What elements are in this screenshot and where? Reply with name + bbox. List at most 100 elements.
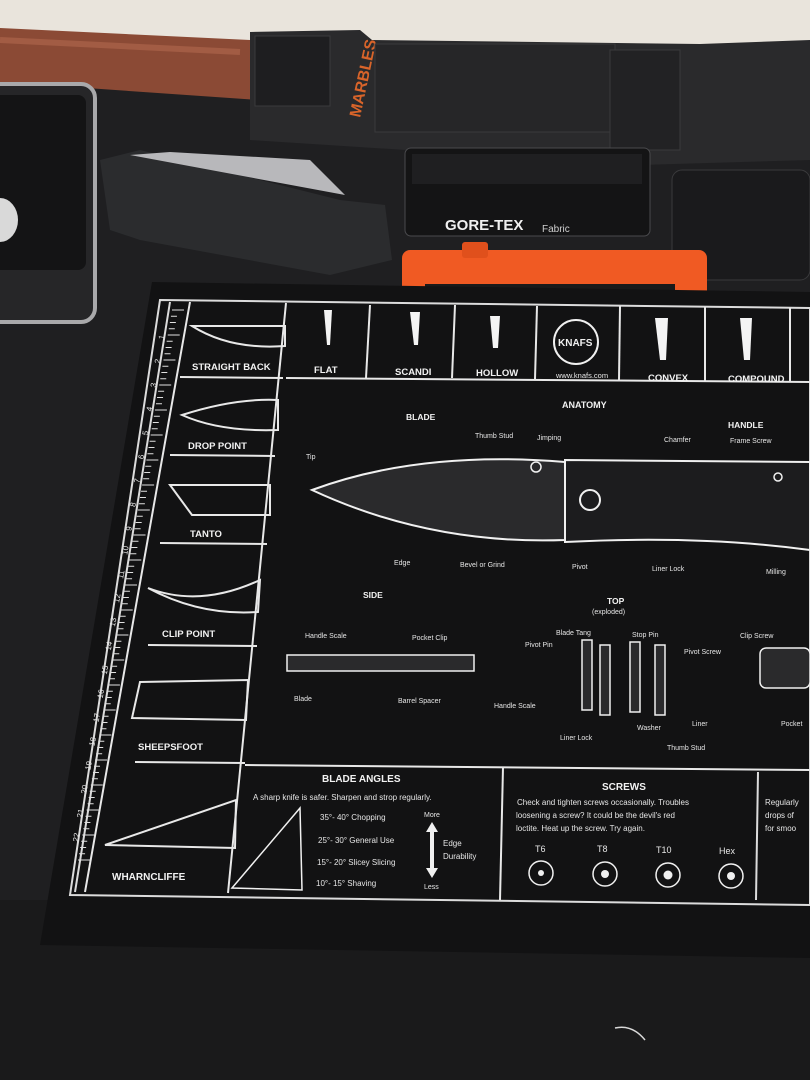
torx-t8-icon	[592, 861, 618, 887]
screw-hex-label: Hex	[719, 846, 736, 856]
exploded-parts-diagram	[581, 639, 810, 716]
top-thumb-stud: Thumb Stud	[667, 745, 705, 752]
screw-t8-label: T8	[597, 844, 608, 854]
top-pocket: Pocket	[781, 721, 802, 728]
anatomy-blade: BLADE	[406, 412, 436, 422]
knife-mat	[40, 282, 810, 958]
label-drop-point: DROP POINT	[188, 441, 247, 452]
ruler-number: 11	[116, 569, 126, 579]
angle-row-2: 25°- 30° General Use	[318, 836, 395, 845]
ruler-number: 9	[124, 525, 134, 531]
ruler-number: 14	[104, 640, 115, 651]
ruler-number: 2	[153, 358, 163, 364]
angle-durability: Durability	[443, 852, 476, 861]
ruler-number: 1	[157, 334, 167, 340]
ruler-number: 17	[92, 712, 103, 723]
screw-t10-label: T10	[656, 845, 672, 855]
label-scandi: SCANDI	[395, 367, 431, 378]
ruler-number: 22	[71, 832, 82, 843]
anatomy-chamfer: Chamfer	[664, 437, 692, 444]
top-clip-screw: Clip Screw	[740, 633, 774, 640]
label-hollow: HOLLOW	[476, 368, 518, 379]
blade-angles-title: BLADE ANGLES	[322, 774, 401, 785]
top-liner: Liner	[692, 721, 708, 728]
top-washer: Washer	[637, 725, 662, 732]
clip-point-blade-icon	[147, 578, 262, 614]
ruler-number: 3	[149, 382, 159, 388]
anatomy-title: ANATOMY	[562, 400, 607, 410]
screws-line-2: loosening a screw? It could be the devil…	[516, 811, 675, 820]
screw-t6-label: T6	[535, 844, 546, 854]
side-pocket-clip: Pocket Clip	[412, 635, 448, 642]
label-tanto: TANTO	[190, 529, 222, 540]
case-label-suffix: Fabric	[542, 224, 570, 235]
top-handle-scale: Handle Scale	[494, 703, 536, 710]
ruler-number: 15	[100, 664, 111, 675]
ruler-number: 6	[137, 453, 147, 459]
label-wharncliffe: WHARNCLIFFE	[112, 872, 186, 883]
label-flat: FLAT	[314, 365, 338, 376]
label-straight-back: STRAIGHT BACK	[192, 362, 271, 373]
extra-panel-line-3: for smoo	[765, 824, 797, 833]
side-blade: Blade	[294, 696, 312, 703]
extra-panel-line-2: drops of	[765, 811, 795, 820]
angle-more: More	[424, 812, 440, 819]
debris	[614, 1026, 646, 1041]
ruler-number: 8	[128, 501, 138, 507]
anatomy-edge: Edge	[394, 560, 410, 567]
ruler-number: 4	[145, 406, 155, 412]
angle-row-4: 10°- 15° Shaving	[316, 879, 376, 888]
blade-angle-diagram	[230, 806, 303, 891]
side-handle-scale: Handle Scale	[305, 633, 347, 640]
anatomy-pivot: Pivot	[572, 564, 588, 571]
anatomy-bevel: Bevel or Grind	[460, 562, 505, 569]
anatomy-milling: Milling	[766, 569, 786, 576]
ruler-number: 16	[96, 688, 107, 699]
label-clip-point: CLIP POINT	[162, 629, 215, 640]
label-compound: COMPOUND	[728, 374, 785, 385]
top-blade-tang: Blade Tang	[556, 630, 591, 637]
frame-screw-icon	[773, 472, 783, 482]
ruler-number: 10	[120, 545, 131, 556]
ruler-number: 21	[75, 808, 86, 819]
anatomy-thumb-stud: Thumb Stud	[475, 433, 513, 440]
durability-arrow-icon	[426, 822, 438, 878]
sheepsfoot-blade-icon	[130, 678, 250, 722]
tanto-blade-icon	[168, 484, 271, 516]
anatomy-liner-lock: Liner Lock	[652, 566, 685, 573]
top-title: TOP	[607, 596, 625, 606]
top-pivot-pin: Pivot Pin	[525, 642, 553, 649]
angle-edge: Edge	[443, 839, 462, 848]
ruler-number: 18	[88, 736, 99, 747]
anatomy-jimping: Jimping	[537, 435, 561, 442]
anatomy-handle-diagram	[564, 458, 810, 552]
anatomy-tip: Tip	[306, 454, 316, 461]
ruler-number: 5	[141, 429, 151, 435]
multitool-pouch	[671, 169, 810, 281]
ruler-number: 20	[79, 784, 90, 795]
drop-point-blade-icon	[179, 398, 279, 432]
thumb-stud-icon	[530, 461, 542, 473]
straight-back-blade-icon	[188, 325, 286, 348]
top-liner-lock: Liner Lock	[560, 735, 593, 742]
ruler-number: 12	[112, 592, 123, 603]
top-pivot-screw: Pivot Screw	[684, 649, 722, 656]
torx-t6-icon	[528, 860, 554, 886]
hex-icon	[718, 863, 744, 889]
case-label: GORE-TEX	[445, 217, 523, 234]
side-title: SIDE	[363, 590, 383, 600]
ruler-number: 19	[83, 760, 94, 771]
pivot-icon	[579, 489, 601, 511]
side-barrel-spacer: Barrel Spacer	[398, 698, 441, 705]
label-website: www.knafs.com	[555, 371, 608, 380]
ruler-number: 13	[108, 616, 119, 627]
side-knife-diagram	[286, 654, 475, 672]
label-sheepsfoot: SHEEPSFOOT	[138, 742, 203, 753]
torx-t10-icon	[655, 862, 681, 888]
folding-knife	[100, 150, 392, 275]
label-convex: CONVEX	[648, 373, 689, 384]
screws-line-1: Check and tighten screws occasionally. T…	[517, 798, 689, 807]
knafs-logo: KNAFS	[558, 338, 593, 349]
